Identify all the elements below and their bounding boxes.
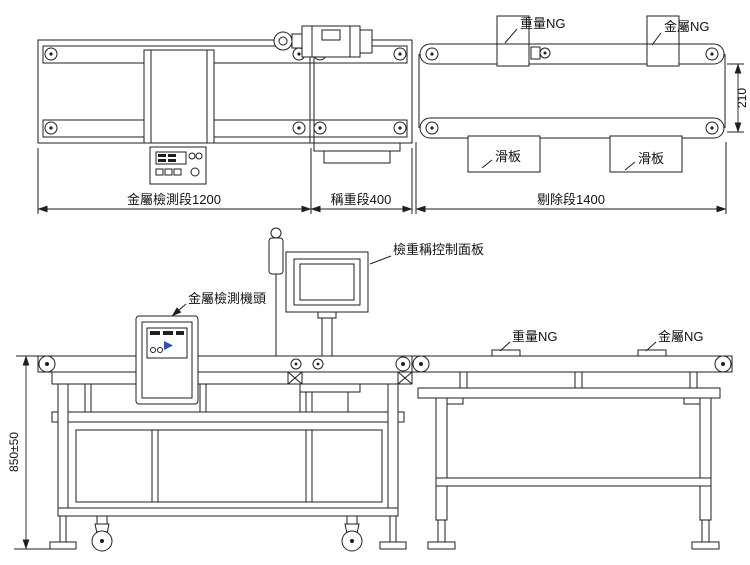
front-weigh-mounts [287, 371, 413, 412]
detector-screen-arrow-icon [164, 341, 173, 350]
front-view: 金屬檢測機頭 檢重稱控制面板 [7, 227, 733, 552]
front-metal-ng-label: 金屬NG [658, 329, 704, 344]
metal-section-dim-text: 金屬檢測段1200 [127, 192, 221, 207]
dim-belt-width: 210 [727, 63, 749, 133]
front-left-caster-2 [341, 515, 363, 552]
height-dim-text: 850±50 [7, 432, 21, 472]
top-weigh-platform [313, 142, 401, 164]
top-weight-ng-pusher [496, 15, 551, 67]
front-left-belt [37, 355, 413, 373]
top-view: 重量NG 金屬NG 滑板 滑板 210 金屬檢測段1200 稱重段4 [37, 15, 749, 214]
front-reject-table [417, 371, 721, 550]
top-weight-ng-label: 重量NG [520, 16, 566, 31]
front-left-caster-1 [91, 515, 113, 552]
slide-plate-label-1: 滑板 [495, 149, 521, 164]
top-weigh-drive [273, 25, 373, 58]
top-metal-ng-label: 金屬NG [664, 19, 710, 34]
front-control-panel-callout: 檢重稱控制面板 [369, 242, 484, 265]
top-control-panel [149, 146, 207, 185]
reject-section-dim-text: 剔除段1400 [537, 192, 605, 207]
top-slide-plate-1 [467, 135, 541, 173]
dim-height: 850±50 [7, 355, 62, 550]
top-view-labels: 重量NG 金屬NG 滑板 滑板 [481, 16, 710, 171]
front-weight-ng-label: 重量NG [512, 329, 558, 344]
front-view-labels: 重量NG 金屬NG [499, 329, 704, 352]
top-slide-plate-2 [609, 135, 683, 173]
dim-sections: 金屬檢測段1200 稱重段400 剔除段1400 [37, 142, 727, 214]
front-reject-belt [411, 349, 733, 373]
front-sensor-cylinder [268, 227, 284, 356]
front-detector-head-callout: 金屬檢測機頭 [171, 291, 266, 317]
weigh-section-dim-text: 稱重段400 [331, 192, 392, 207]
front-detector-head [135, 315, 199, 405]
detector-head-label: 金屬檢測機頭 [188, 291, 266, 306]
front-control-panel [285, 251, 369, 357]
front-left-feet [49, 515, 407, 550]
slide-plate-label-2: 滑板 [638, 151, 664, 166]
belt-width-dim-text: 210 [735, 88, 749, 108]
front-left-frame [51, 371, 405, 517]
top-detector-head [143, 49, 215, 144]
top-metal-ng-pusher [646, 15, 680, 67]
control-panel-label: 檢重稱控制面板 [393, 242, 484, 257]
